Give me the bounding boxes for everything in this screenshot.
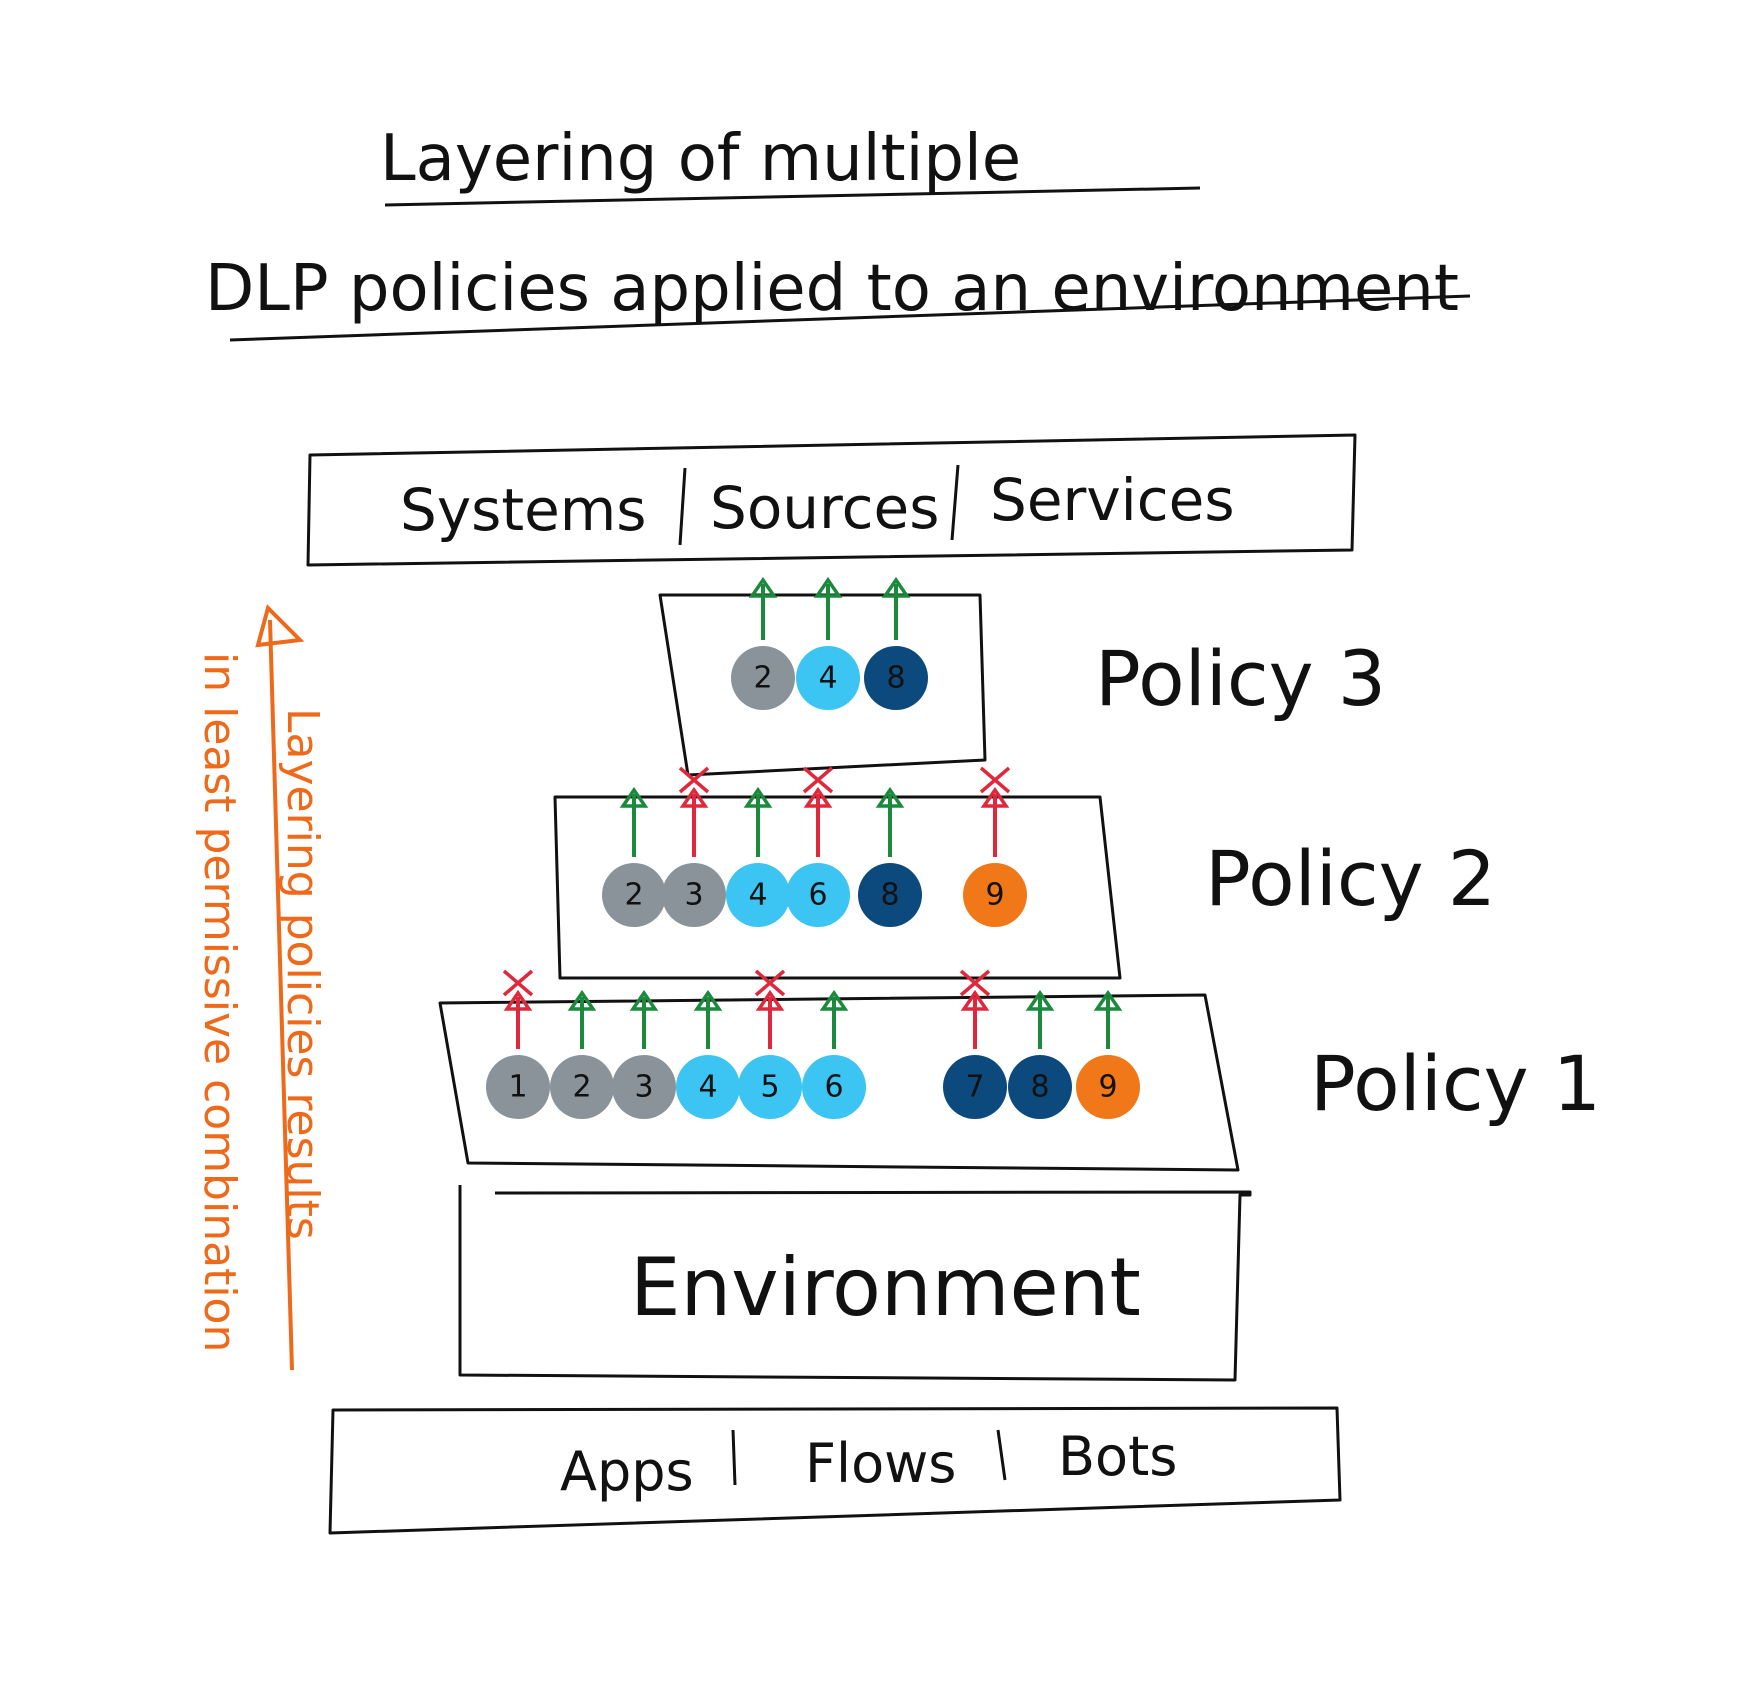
policy-2-label: Policy 2 xyxy=(1205,834,1496,923)
side-note: Layering policies results in least permi… xyxy=(194,604,328,1371)
policy-2-connectors: 2 3 4 6 8 9 xyxy=(602,766,1027,927)
environment-label: Environment xyxy=(630,1241,1141,1334)
connector-5-label: 5 xyxy=(760,1070,779,1105)
connector-3-label: 3 xyxy=(684,878,703,913)
layer-item-flows: Flows xyxy=(805,1432,956,1495)
side-note-arrow-shaft xyxy=(268,619,294,1371)
connector-3-circle xyxy=(662,863,726,927)
connector-8-circle xyxy=(1008,1055,1072,1119)
connector-7-blocked-icon xyxy=(959,969,991,997)
connector-4-label: 4 xyxy=(818,661,837,696)
layer-item-apps: Apps xyxy=(560,1440,694,1503)
layer-item-sources: Sources xyxy=(710,474,939,542)
connector-5-arrow-head xyxy=(755,989,785,1011)
side-note-line-1: Layering policies results xyxy=(277,708,328,1240)
connector-4-circle xyxy=(676,1055,740,1119)
connector-8-arrow-head xyxy=(875,786,905,808)
connector-9-circle xyxy=(1076,1055,1140,1119)
connector-8-label: 8 xyxy=(886,661,905,696)
policy-3-label: Policy 3 xyxy=(1095,634,1386,723)
connector-6-circle xyxy=(802,1055,866,1119)
layer-item-bots: Bots xyxy=(1058,1425,1177,1488)
connector-5-blocked-icon xyxy=(754,969,786,997)
layer-item-systems: Systems xyxy=(400,476,647,544)
connector-1-label: 1 xyxy=(508,1070,527,1105)
connector-3-arrow-head xyxy=(679,786,709,808)
connector-3-arrow-head xyxy=(629,989,659,1011)
connector-2-circle xyxy=(550,1055,614,1119)
connector-4-arrow-head xyxy=(693,989,723,1011)
connector-2-label: 2 xyxy=(753,661,772,696)
connector-1-arrow-head xyxy=(503,989,533,1011)
connector-8-circle xyxy=(858,863,922,927)
systems-sources-services-layer: Systems Sources Services xyxy=(306,433,1357,567)
connector-2-label: 2 xyxy=(572,1070,591,1105)
side-note-arrow-head xyxy=(255,604,305,648)
policy-1-box xyxy=(438,993,1240,1172)
connector-4-arrow-head xyxy=(813,576,843,598)
connector-6-label: 6 xyxy=(824,1070,843,1105)
environment-layer: Environment xyxy=(458,1185,1252,1382)
connector-8-arrow-head xyxy=(881,576,911,598)
connector-4-arrow-head xyxy=(743,786,773,808)
connector-8-arrow-head xyxy=(1025,989,1055,1011)
connector-8-circle xyxy=(864,646,928,710)
connector-6-arrow-head xyxy=(803,786,833,808)
connector-1-circle xyxy=(486,1055,550,1119)
connector-1-blocked-icon xyxy=(502,969,534,997)
connector-9-label: 9 xyxy=(1098,1070,1117,1105)
connector-9-label: 9 xyxy=(985,878,1004,913)
connector-7-label: 7 xyxy=(965,1070,984,1105)
title-line-2: DLP policies applied to an environment xyxy=(205,252,1459,326)
connector-2-circle xyxy=(731,646,795,710)
connector-6-label: 6 xyxy=(808,878,827,913)
connector-9-circle xyxy=(963,863,1027,927)
connector-2-arrow-head xyxy=(619,786,649,808)
connector-8-label: 8 xyxy=(1030,1070,1049,1105)
connector-4-circle xyxy=(796,646,860,710)
policy-3-box xyxy=(658,593,987,777)
connector-4-label: 4 xyxy=(698,1070,717,1105)
connector-9-arrow-head xyxy=(980,786,1010,808)
connector-2-arrow-head xyxy=(748,576,778,598)
side-note-line-2: in least permissive combination xyxy=(194,652,245,1352)
connector-8-label: 8 xyxy=(880,878,899,913)
connector-3-blocked-icon xyxy=(678,766,710,794)
policy-1-connectors: 1 2 3 4 5 6 7 8 9 xyxy=(486,969,1140,1119)
connector-6-blocked-icon xyxy=(802,766,834,794)
connector-2-arrow-head xyxy=(567,989,597,1011)
title-underline-1 xyxy=(384,186,1201,207)
policy-2-box xyxy=(553,795,1122,980)
connector-2-label: 2 xyxy=(624,878,643,913)
connector-4-circle xyxy=(726,863,790,927)
connector-6-arrow-head xyxy=(819,989,849,1011)
connector-7-arrow-head xyxy=(960,989,990,1011)
connector-2-circle xyxy=(602,863,666,927)
policy-3-connectors: 2 4 8 xyxy=(731,576,928,710)
layer-item-services: Services xyxy=(990,466,1235,534)
apps-flows-bots-layer: Apps Flows Bots xyxy=(328,1406,1342,1535)
connector-6-circle xyxy=(786,863,850,927)
connector-4-label: 4 xyxy=(748,878,767,913)
connector-9-arrow-head xyxy=(1093,989,1123,1011)
connector-3-circle xyxy=(612,1055,676,1119)
connector-7-circle xyxy=(943,1055,1007,1119)
connector-9-blocked-icon xyxy=(979,766,1011,794)
policy-1-label: Policy 1 xyxy=(1310,1039,1601,1128)
connector-5-circle xyxy=(738,1055,802,1119)
title-line-1: Layering of multiple xyxy=(380,122,1021,196)
connector-3-label: 3 xyxy=(634,1070,653,1105)
title-underline-2 xyxy=(229,294,1471,342)
